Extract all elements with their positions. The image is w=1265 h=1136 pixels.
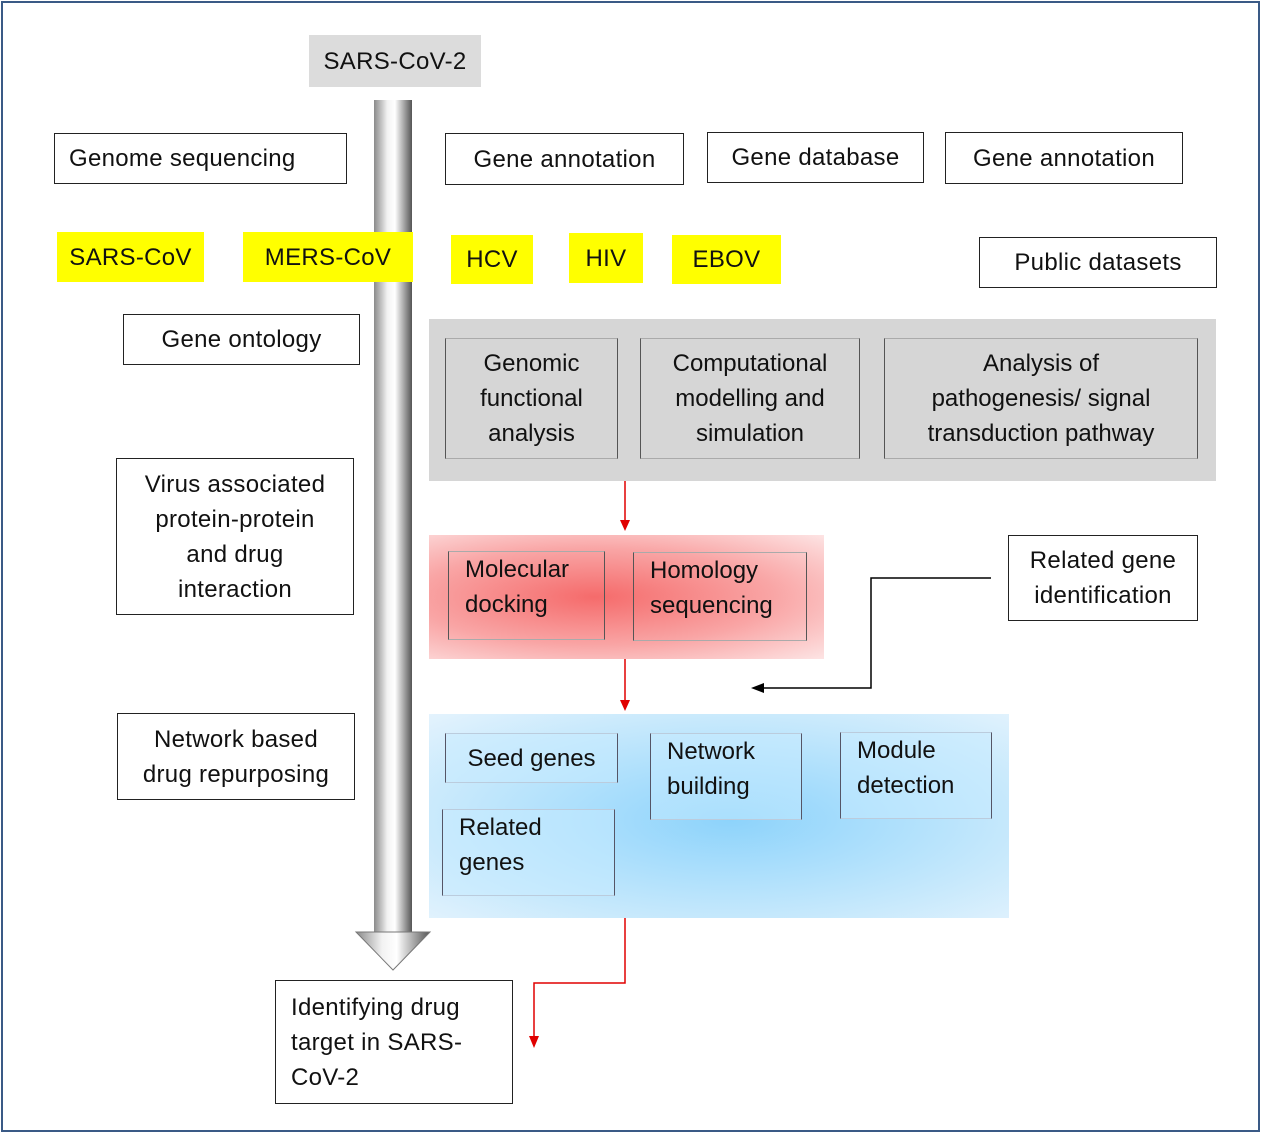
gene-ontology-box: Gene ontology	[123, 314, 360, 365]
genomic-line-3: analysis	[488, 420, 575, 447]
network-repurposing-box: Network based drug repurposing	[117, 713, 355, 800]
related-gene-id-line-1: Related gene	[1029, 547, 1177, 574]
network-building-line-2: building	[667, 773, 750, 800]
pathogenesis-line-1: Analysis of	[982, 350, 1100, 377]
virus-ppi-line-1: Virus associated	[144, 470, 326, 498]
arrow-related-gene-to-network	[751, 577, 991, 693]
public-datasets-box: Public datasets	[979, 237, 1217, 288]
network-repurposing-line-1: Network based	[154, 725, 318, 753]
module-detection-line-2: detection	[857, 772, 955, 799]
network-repurposing-line-2: drug repurposing	[142, 760, 330, 788]
gene-annotation-box-2: Gene annotation	[945, 132, 1183, 184]
homology-sequencing-box: Homology sequencing	[633, 552, 807, 641]
pathogenesis-analysis-box: Analysis of pathogenesis/ signal transdu…	[884, 338, 1198, 459]
related-genes-line-1: Related	[459, 814, 542, 841]
docking-panel: Molecular docking Homology sequencing	[429, 535, 824, 659]
gene-annotation-box-1: Gene annotation	[445, 133, 684, 185]
related-genes-line-2: genes	[459, 849, 525, 876]
virus-ppi-line-2: protein-protein	[155, 505, 315, 533]
network-building-box: Network building	[650, 733, 802, 820]
module-detection-box: Module detection	[840, 732, 992, 819]
drug-target-line-1: Identifying drug	[291, 993, 460, 1021]
virus-ppi-line-3: and drug	[186, 540, 284, 568]
genomic-functional-analysis-box: Genomic functional analysis	[445, 338, 618, 459]
molecular-docking-box: Molecular docking	[448, 551, 605, 640]
related-genes-box: Related genes	[442, 809, 615, 896]
virus-sars-cov: SARS-CoV	[57, 232, 204, 282]
analysis-panel: Genomic functional analysis Computationa…	[429, 319, 1216, 481]
network-panel: Seed genes Network building Module detec…	[429, 714, 1009, 918]
gene-database-box: Gene database	[707, 132, 924, 183]
drug-target-box: Identifying drug target in SARS- CoV-2	[275, 980, 513, 1104]
sars-cov-2-label: SARS-CoV-2	[309, 35, 481, 87]
related-gene-id-line-2: identification	[1034, 582, 1172, 609]
virus-ppi-line-4: interaction	[177, 575, 293, 603]
arrow-network-to-target	[529, 918, 626, 1048]
molecular-line-2: docking	[465, 591, 548, 618]
genomic-line-2: functional	[480, 385, 583, 412]
drug-target-line-3: CoV-2	[291, 1063, 360, 1091]
virus-hcv: HCV	[451, 235, 533, 284]
virus-mers-cov: MERS-CoV	[243, 232, 413, 282]
arrow-docking-to-network	[620, 659, 630, 711]
homology-line-2: sequencing	[650, 592, 773, 619]
homology-line-1: Homology	[650, 557, 759, 584]
computational-line-2: modelling and	[675, 385, 825, 412]
computational-modelling-box: Computational modelling and simulation	[640, 338, 860, 459]
related-gene-identification-box: Related gene identification	[1008, 535, 1198, 621]
network-building-line-1: Network	[667, 738, 756, 765]
computational-line-1: Computational	[672, 350, 828, 377]
drug-target-line-2: target in SARS-	[291, 1028, 463, 1056]
genomic-line-1: Genomic	[483, 350, 580, 377]
virus-ppi-drug-box: Virus associated protein-protein and dru…	[116, 458, 354, 615]
genome-sequencing-box: Genome sequencing	[54, 133, 347, 184]
arrow-analysis-to-docking	[620, 481, 630, 531]
pathogenesis-line-2: pathogenesis/ signal	[931, 385, 1151, 412]
virus-hiv: HIV	[569, 233, 643, 283]
computational-line-3: simulation	[695, 420, 805, 447]
virus-ebov: EBOV	[672, 235, 781, 284]
seed-genes-box: Seed genes	[445, 733, 618, 783]
pathogenesis-line-3: transduction pathway	[927, 420, 1155, 447]
module-detection-line-1: Module	[857, 737, 936, 764]
molecular-line-1: Molecular	[465, 556, 570, 583]
